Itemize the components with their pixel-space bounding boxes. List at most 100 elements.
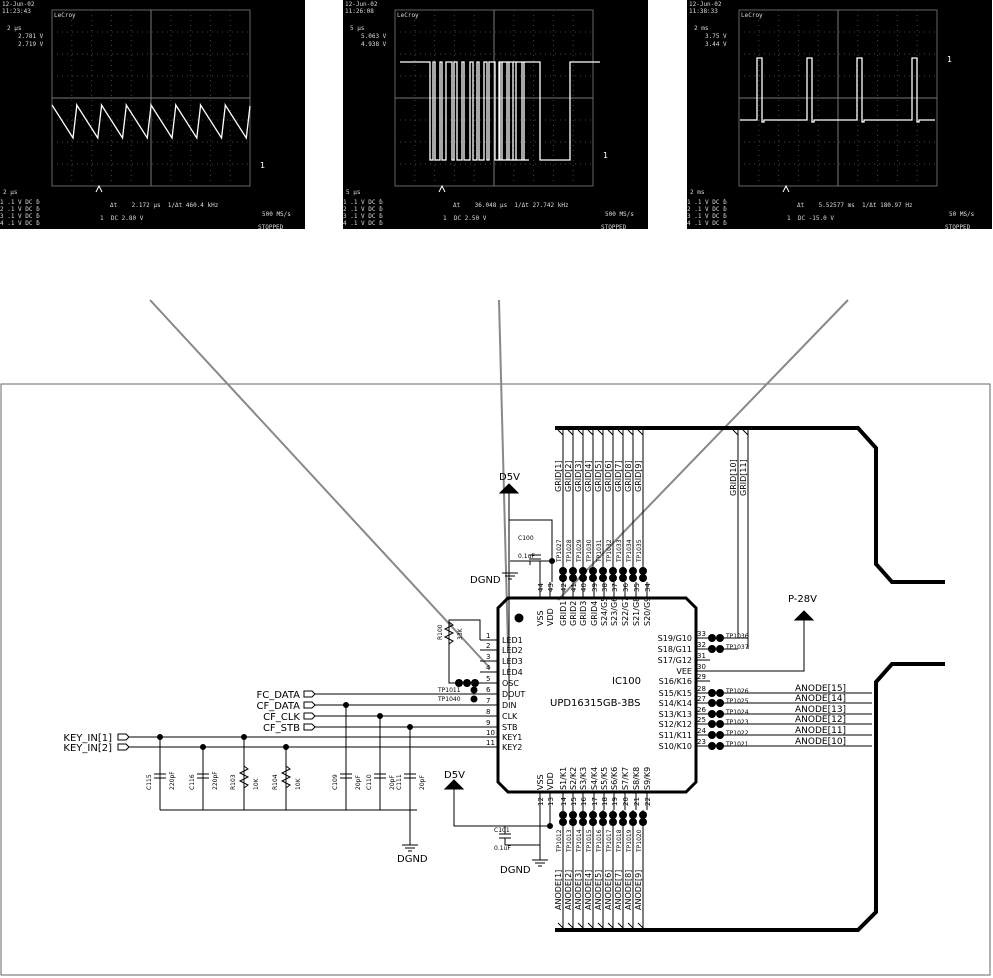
power-d5v-symbol	[443, 779, 465, 790]
power-label: DGND	[397, 854, 428, 865]
test-point-label: TP1017	[606, 829, 613, 853]
wire	[508, 493, 553, 582]
scope-channel-2: 2 .1 V DC ɓ	[0, 206, 40, 213]
scope-channel-1: 1 .1 V DC ɓ	[687, 199, 727, 206]
test-point-label: TP1016	[596, 829, 603, 853]
test-point	[708, 699, 716, 707]
test-point	[599, 567, 607, 575]
scope-value-2: 3.44 V	[705, 41, 727, 48]
pin-name: LED1	[502, 636, 523, 645]
pin-name: KEY1	[502, 733, 522, 742]
pin-number: 21	[633, 797, 641, 806]
scope-timebase: 5 µs	[350, 25, 365, 32]
pin-number: 7	[486, 697, 490, 705]
ic-body	[496, 596, 698, 794]
pin-number: 38	[601, 583, 609, 592]
pin-name: S22/G7	[621, 597, 630, 626]
test-point	[569, 567, 577, 575]
bus-entry	[637, 429, 644, 436]
test-point	[569, 818, 577, 826]
grid-net-label: GRID[10]	[729, 459, 738, 496]
pin-name: S12/K12	[659, 720, 692, 729]
signal-port	[303, 690, 316, 698]
capacitor-c100	[529, 554, 541, 560]
test-point	[639, 574, 647, 582]
pin-number: 31	[697, 652, 706, 660]
pin-number: 2	[486, 642, 490, 650]
pin-name: KEY2	[502, 743, 522, 752]
pin-number: 14	[560, 797, 568, 806]
anode-net-label: ANODE[1]	[554, 870, 563, 910]
pin-name: OSC	[502, 679, 519, 688]
test-point	[609, 818, 617, 826]
resistor-r100	[443, 621, 455, 645]
test-point	[599, 818, 607, 826]
test-point	[619, 567, 627, 575]
anode-net-label: ANODE[15]	[795, 684, 846, 694]
pin-number: 17	[591, 797, 599, 806]
pin-name: GRID2	[569, 601, 578, 626]
test-point	[599, 811, 607, 819]
test-point	[609, 574, 617, 582]
part-ref: R104	[272, 774, 279, 790]
part-value: 20pF	[419, 775, 426, 790]
pin-number: 9	[486, 719, 490, 727]
scope-delta: Δt 2.172 µs 1/Δt 460.4 kHz	[110, 202, 219, 209]
grid-net-label: GRID[3]	[574, 460, 583, 492]
part-ref: C110	[366, 774, 373, 790]
part-value: 0.1uF	[518, 553, 535, 560]
pin-name: VEE	[676, 667, 692, 676]
anode-net-label: ANODE[14]	[795, 694, 846, 704]
scope-graticule: 1	[738, 9, 952, 193]
test-point	[708, 742, 716, 750]
pin-number: 19	[611, 797, 619, 806]
grid-net-label: GRID[7]	[614, 460, 623, 492]
svg-text:1: 1	[603, 151, 608, 160]
wire	[710, 620, 805, 672]
test-point-label: TP1032	[606, 539, 613, 563]
scope-delta: Δt 36.048 µs 1/Δt 27.742 kHz	[453, 202, 569, 209]
grid-net-label: GRID[11]	[739, 459, 748, 496]
test-point	[599, 574, 607, 582]
pin-name: S11/K11	[659, 731, 692, 740]
anode-net-label: ANODE[8]	[624, 870, 633, 910]
waveform-trace	[740, 57, 935, 123]
scope-stopped: STOPPED	[945, 224, 971, 229]
test-point	[639, 567, 647, 575]
anode-net-label: ANODE[10]	[795, 737, 846, 747]
part-value: 20pF	[389, 775, 396, 790]
scope-stopped: STOPPED	[258, 224, 284, 229]
scope-date: 12-Jun-02	[689, 1, 722, 8]
scope-brand: LeCroy	[54, 12, 76, 19]
scope-sample-rate: 500 MS/s	[605, 211, 634, 218]
scope-channel-4: 4 .1 V DC ɓ	[343, 220, 383, 227]
ground-dgnd-top	[502, 572, 518, 580]
scope-time: 11:23:43	[2, 8, 31, 15]
bus-entry	[557, 922, 564, 929]
pin-name: DOUT	[502, 690, 525, 699]
pin-number: 40	[580, 583, 588, 592]
test-point-label: TP1040	[437, 696, 461, 703]
pin-number: 8	[486, 708, 490, 716]
power-label: D5V	[499, 472, 520, 483]
anode-net-label: ANODE[2]	[564, 870, 573, 910]
svg-text:1: 1	[947, 55, 952, 64]
test-point	[569, 574, 577, 582]
pin-number: 39	[591, 583, 599, 592]
pin-name: GRID3	[579, 601, 588, 626]
wire	[448, 619, 481, 672]
scope-channel-3: 3 .1 V DC ɓ	[343, 213, 383, 220]
connector-outline-bottom	[555, 662, 945, 932]
scope-channel-2: 2 .1 V DC ɓ	[343, 206, 383, 213]
power-label: DGND	[470, 575, 501, 586]
pin-name: S17/G12	[658, 656, 692, 665]
test-point-label: TP1015	[586, 829, 593, 853]
pin-name: CLK	[502, 712, 518, 721]
ground-dgnd-bottom	[532, 859, 548, 867]
anode-net-label: ANODE[11]	[795, 726, 846, 736]
test-point-label: TP1029	[576, 539, 583, 563]
test-point-label: TP1035	[636, 539, 643, 563]
test-point	[559, 818, 567, 826]
pin-name: S6/K6	[610, 767, 619, 790]
